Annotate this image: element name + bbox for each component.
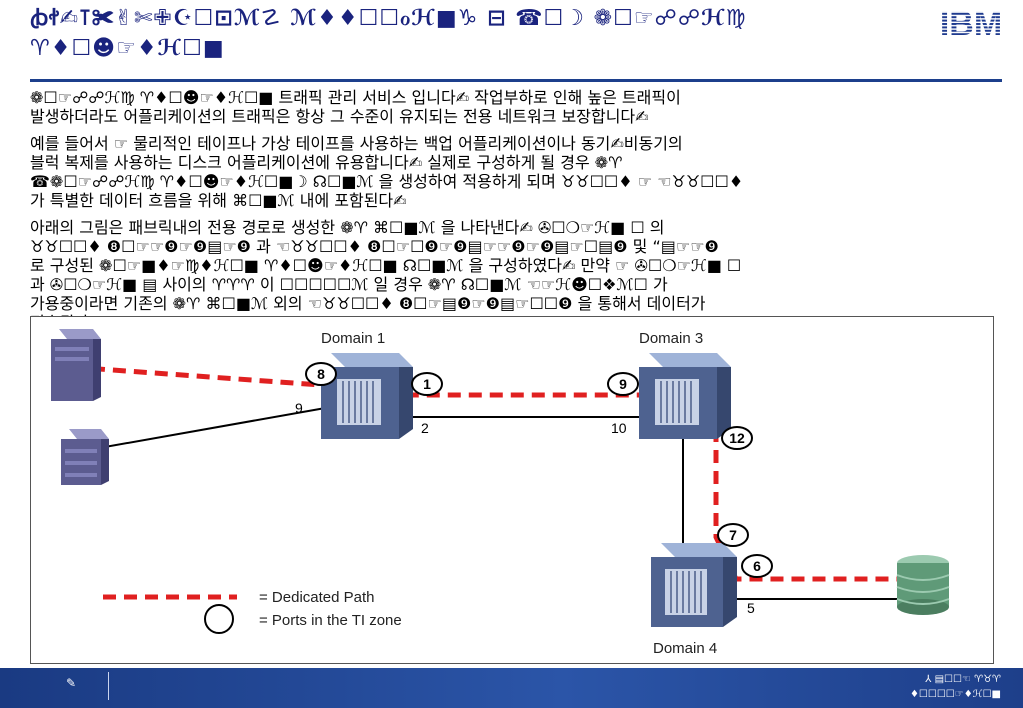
title-underline bbox=[30, 79, 1002, 82]
domain-4-label: Domain 4 bbox=[653, 640, 717, 657]
port-6: 6 bbox=[741, 554, 773, 578]
ti-zone-diagram: Domain 1 Domain 3 bbox=[30, 316, 994, 664]
port-label-10: 10 bbox=[611, 420, 627, 436]
slide-title: ꞗꬷ✍⊺✀✌✄✙☪☐⊡ℳ☡ ℳ♦♦☐☐ℴℋ■♑ ⊟ ☎☐☽ ❁☐☞☍☍ℋ♍ ♈♦… bbox=[30, 4, 910, 64]
port-label-5: 5 bbox=[747, 600, 755, 616]
svg-text:1: 1 bbox=[423, 376, 431, 392]
paragraph-2: 예를 들어서 ☞ 물리적인 테이프나 가상 테이프를 사용하는 백업 어플리케이… bbox=[30, 134, 744, 210]
port-9: 9 bbox=[607, 372, 639, 396]
ibm-logo-text: IBM bbox=[940, 6, 1002, 40]
diagram-canvas: Domain 1 Domain 3 bbox=[51, 329, 950, 657]
host-server-icon bbox=[61, 429, 109, 485]
port-7: 7 bbox=[717, 523, 749, 547]
port-label-2: 2 bbox=[421, 420, 429, 436]
svg-text:8: 8 bbox=[317, 366, 325, 382]
svg-text:7: 7 bbox=[729, 527, 737, 543]
footer-bar: ✎ ⅄ ▤☐☐☜ ♈♉♈ ♦☐☐☐☐☞♦ℋ☐■ bbox=[0, 668, 1023, 708]
title-line-1: ꞗꬷ✍⊺✀✌✄✙☪☐⊡ℳ☡ ℳ♦♦☐☐ℴℋ■♑ ⊟ ☎☐☽ ❁☐☞☍☍ℋ♍ bbox=[30, 6, 747, 31]
port-12: 12 bbox=[721, 426, 753, 450]
body-text: ❁☐☞☍☍ℋ♍ ♈♦☐☻☞♦ℋ☐■ 트래픽 관리 서비스 입니다✍ 작업부하로 … bbox=[30, 88, 990, 340]
svg-text:12: 12 bbox=[729, 430, 745, 446]
host-server-icon-top bbox=[51, 329, 101, 401]
port-label-9: 9 bbox=[295, 400, 303, 416]
footer-copyright: ⅄ ▤☐☐☜ ♈♉♈ ♦☐☐☐☐☞♦ℋ☐■ bbox=[910, 672, 1001, 702]
page-number: ✎ bbox=[66, 676, 77, 690]
legend-port-swatch bbox=[204, 604, 234, 634]
port-8: 8 bbox=[305, 362, 337, 386]
legend: = Dedicated Path = Ports in the TI zone bbox=[103, 589, 402, 634]
paragraph-1: ❁☐☞☍☍ℋ♍ ♈♦☐☻☞♦ℋ☐■ 트래픽 관리 서비스 입니다✍ 작업부하로 … bbox=[30, 88, 681, 126]
port-1: 1 bbox=[411, 372, 443, 396]
legend-dedicated-label: = Dedicated Path bbox=[259, 589, 375, 606]
paragraph-3: 아래의 그림은 패브릭내의 전용 경로로 생성한 ❁♈ ⌘☐■ℳ 을 나타낸다✍… bbox=[30, 218, 742, 332]
footer-line-1: ⅄ ▤☐☐☜ ♈♉♈ bbox=[925, 674, 1001, 685]
domain-3-switch-icon bbox=[639, 353, 731, 439]
ibm-logo: IBM bbox=[940, 6, 1002, 40]
legend-port-label: = Ports in the TI zone bbox=[259, 612, 402, 629]
domain-1-switch-icon bbox=[321, 353, 413, 439]
svg-text:9: 9 bbox=[619, 376, 627, 392]
domain-1-label: Domain 1 bbox=[321, 330, 385, 347]
domain-4-switch-icon bbox=[651, 543, 737, 627]
dedicated-path-2 bbox=[713, 429, 901, 582]
title-line-2: ♈♦☐☻☞♦ℋ☐■ bbox=[30, 36, 225, 61]
storage-icon bbox=[896, 555, 950, 615]
domain-3-label: Domain 3 bbox=[639, 330, 703, 347]
footer-divider bbox=[108, 672, 109, 700]
svg-text:6: 6 bbox=[753, 558, 761, 574]
link-host2-d1 bbox=[70, 406, 332, 454]
footer-line-2: ♦☐☐☐☐☞♦ℋ☐■ bbox=[909, 689, 1001, 700]
